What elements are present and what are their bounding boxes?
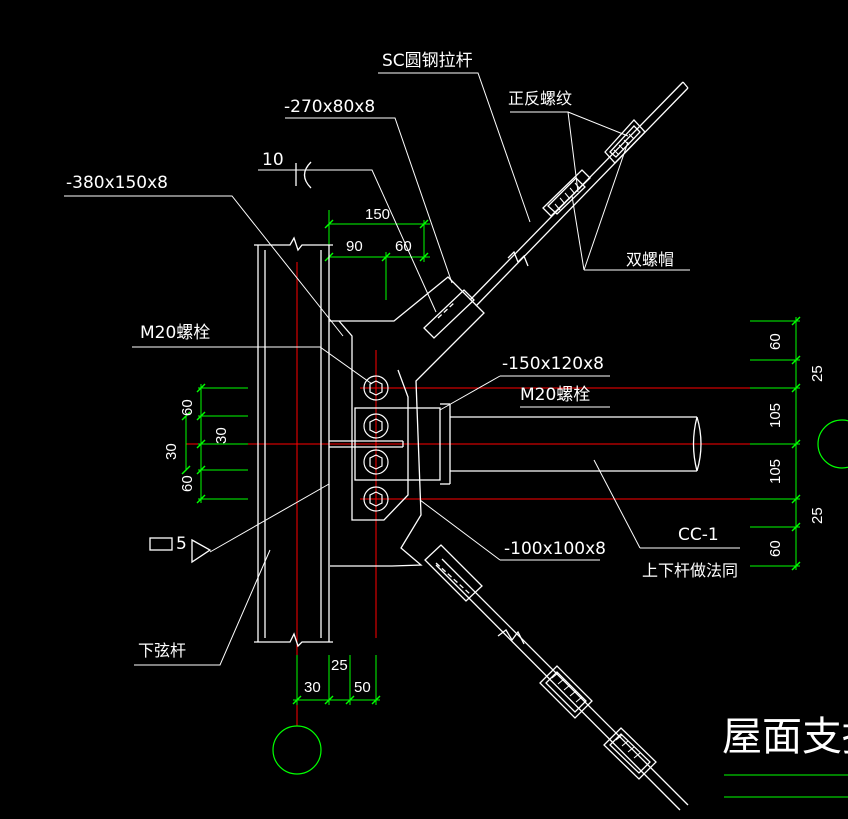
bolt-2	[363, 413, 389, 439]
bolt-1	[363, 375, 389, 401]
lower-chord-label: 下弦杆	[138, 641, 186, 660]
dim-right-25a: 25	[809, 365, 826, 382]
dim-left-30a: 30	[213, 427, 230, 444]
dim-top-90: 90	[346, 238, 363, 255]
dim-left-60b: 60	[179, 475, 196, 492]
bolt-m20-left-label: M20螺栓	[140, 323, 210, 343]
axis-bubbles	[272, 419, 848, 775]
weld-tag-label: 5	[176, 534, 187, 554]
dimension-lines	[185, 210, 848, 798]
bolt-group	[363, 375, 389, 512]
plate-100-label: -100x100x8	[504, 539, 606, 559]
plate-150x120-label: -150x120x8	[502, 354, 604, 374]
dimension-values: 150 90 60 60 30 30 60 30 25 50 60 25 105…	[163, 206, 826, 696]
double-nut-label: 双螺帽	[626, 250, 674, 269]
bolt-3	[363, 449, 389, 475]
drawing-title: 屋面支撑	[722, 714, 848, 760]
dim-right-60b: 60	[767, 540, 784, 557]
dim-bot-30: 30	[304, 679, 321, 696]
bolt-m20-right-label: M20螺栓	[520, 385, 590, 405]
dim-top-60: 60	[395, 238, 412, 255]
dim-left-30b: 30	[163, 443, 180, 460]
leader-lines	[64, 72, 740, 666]
plate-380-label: -380x150x8	[66, 173, 168, 193]
dim-bot-25: 25	[331, 657, 348, 674]
cc1-label: CC-1	[678, 525, 719, 545]
axis-bubble-right	[817, 419, 848, 469]
turnbuckle-label: 正反螺纹	[508, 89, 572, 108]
weld-size-label: 10	[262, 150, 284, 170]
centerlines	[186, 262, 750, 726]
sc-rod-label: SC圆钢拉杆	[382, 51, 473, 71]
dim-right-60a: 60	[767, 333, 784, 350]
dim-right-105b: 105	[767, 459, 784, 484]
labels: SC圆钢拉杆 -270x80x8 正反螺纹 -380x150x8 10 双螺帽 …	[66, 51, 848, 760]
bolt-4	[363, 486, 389, 512]
dim-top-150: 150	[365, 206, 390, 223]
structure	[149, 81, 702, 811]
plate-270-label: -270x80x8	[284, 97, 375, 117]
upper-lower-label: 上下杆做法同	[642, 561, 738, 580]
dim-right-25b: 25	[809, 507, 826, 524]
dim-right-105a: 105	[767, 403, 784, 428]
axis-bubble-bottom	[272, 725, 322, 775]
dimension-ticks	[181, 219, 801, 705]
dim-left-60a: 60	[179, 399, 196, 416]
turnbuckle-hatching	[551, 133, 641, 759]
dim-bot-50: 50	[354, 679, 371, 696]
